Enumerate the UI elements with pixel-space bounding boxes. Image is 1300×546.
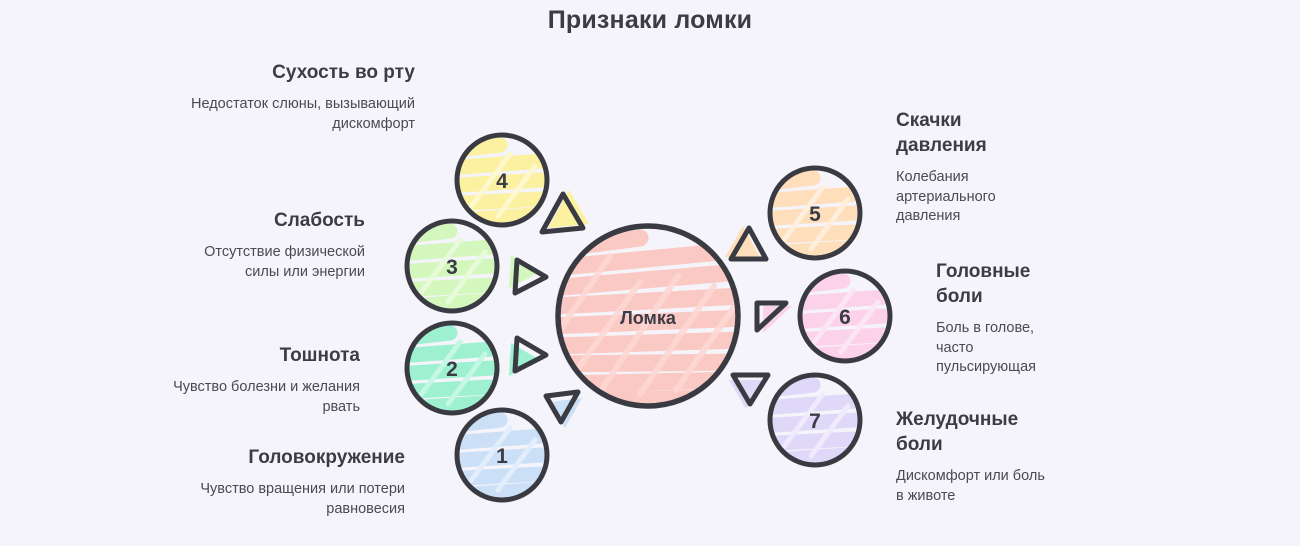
- node-6-number: 6: [839, 306, 851, 329]
- connector-arrow-node-2: [509, 335, 549, 376]
- label-block-stomach-pain: Желудочные боли Дискомфорт или боль в жи…: [896, 407, 1046, 506]
- node-3-circle[interactable]: [404, 218, 500, 314]
- node-1-circle[interactable]: [454, 407, 550, 503]
- label-title-headache: Головные боли: [936, 261, 1031, 307]
- label-desc-headache: Боль в голове, часто пульсирующая: [936, 320, 1037, 375]
- label-title-weakness: Слабость: [273, 210, 365, 231]
- center-node-circle[interactable]: [555, 223, 741, 409]
- connector-arrow-node-3: [509, 255, 549, 296]
- node-1-fill: [459, 412, 545, 498]
- node-5-fill: [772, 170, 858, 256]
- label-title-blood-pressure: Скачки давления: [896, 110, 987, 156]
- connector-arrow-node-4: [539, 190, 589, 235]
- label-block-dry-mouth: Сухость во рту Недостаток слюны, вызываю…: [190, 60, 415, 134]
- label-title-dizziness: Головокружение: [248, 447, 405, 468]
- node-6-fill: [802, 273, 888, 359]
- label-title-stomach-pain: Желудочные боли: [896, 409, 1019, 455]
- node-7-circle[interactable]: [767, 372, 863, 468]
- node-7-number: 7: [809, 410, 821, 433]
- node-3-fill: [409, 223, 495, 309]
- connector-arrow-node-7: [729, 372, 771, 409]
- label-desc-dry-mouth: Недостаток слюны, вызывающий дискомфорт: [190, 96, 415, 132]
- label-title-dry-mouth: Сухость во рту: [272, 62, 415, 83]
- label-title-nausea: Тошнота: [279, 345, 360, 366]
- connector-arrow-node-1: [543, 389, 582, 428]
- label-desc-dizziness: Чувство вращения или потери равновесия: [200, 481, 405, 517]
- connector-arrow-node-6: [754, 300, 792, 333]
- center-node-label: Ломка: [620, 308, 676, 328]
- label-block-nausea: Тошнота Чувство болезни и желания рвать: [170, 343, 360, 417]
- label-block-blood-pressure: Скачки давления Колебания артериального …: [896, 108, 1041, 227]
- node-2-fill: [409, 325, 495, 411]
- label-block-weakness: Слабость Отсутствие физической силы или …: [190, 208, 365, 282]
- node-1-number: 1: [496, 445, 508, 468]
- node-6-circle[interactable]: [797, 268, 893, 364]
- label-desc-blood-pressure: Колебания артериального давления: [896, 169, 996, 224]
- node-3-number: 3: [446, 256, 458, 279]
- connector-arrow-node-5: [725, 225, 769, 262]
- label-desc-stomach-pain: Дискомфорт или боль в животе: [896, 468, 1045, 504]
- label-block-dizziness: Головокружение Чувство вращения или поте…: [170, 445, 405, 519]
- node-2-number: 2: [446, 358, 458, 381]
- node-4-number: 4: [496, 170, 508, 193]
- label-block-headache: Головные боли Боль в голове, часто пульс…: [936, 259, 1056, 378]
- page-title: Признаки ломки: [547, 6, 753, 34]
- node-5-circle[interactable]: [767, 165, 863, 261]
- node-4-circle[interactable]: [454, 132, 550, 228]
- label-desc-weakness: Отсутствие физической силы или энергии: [204, 244, 365, 280]
- label-desc-nausea: Чувство болезни и желания рвать: [173, 379, 360, 415]
- node-5-number: 5: [809, 203, 821, 226]
- node-2-circle[interactable]: [404, 320, 500, 416]
